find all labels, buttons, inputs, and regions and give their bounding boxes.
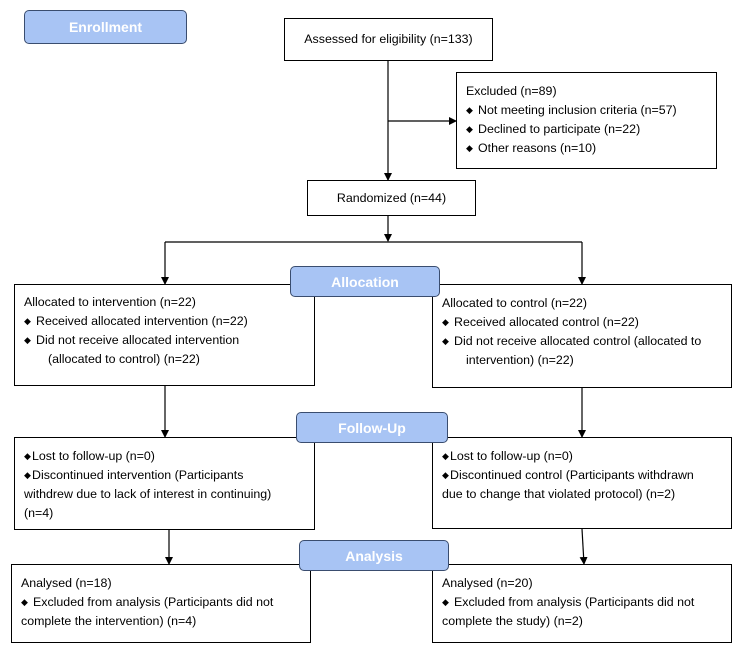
followup-control-discontinued-cont: due to change that violated protocol) (n…: [442, 487, 676, 501]
bullet-icon: ◆: [466, 105, 473, 115]
allocation-intervention-not-received: ◆Did not receive allocated intervention: [24, 331, 306, 350]
excluded-item: ◆Other reasons (n=10): [466, 139, 708, 158]
stage-label-text: Enrollment: [68, 19, 143, 35]
analysis-control-excluded: ◆Excluded from analysis (Participants di…: [442, 593, 723, 612]
allocation-intervention-title: Allocated to intervention (n=22): [24, 295, 196, 309]
stage-label-text: Analysis: [345, 547, 403, 564]
stage-label-analysis: Analysis: [299, 540, 449, 571]
followup-intervention-box: ◆Lost to follow-up (n=0) ◆Discontinued i…: [14, 437, 315, 530]
allocation-control-box: Allocated to control (n=22) ◆Received al…: [432, 284, 732, 388]
stage-label-allocation: Allocation: [290, 266, 440, 297]
allocation-control-not-received-cont: intervention) (n=22): [466, 353, 574, 367]
randomized-text: Randomized (n=44): [336, 190, 447, 205]
bullet-icon: ◆: [21, 597, 28, 607]
bullet-icon: ◆: [442, 317, 449, 327]
followup-intervention-lost: ◆Lost to follow-up (n=0): [24, 447, 306, 466]
allocation-control-title: Allocated to control (n=22): [442, 296, 587, 310]
analysis-intervention-title: Analysed (n=18): [21, 576, 112, 590]
bullet-icon: ◆: [466, 143, 473, 153]
excluded-item: ◆Declined to participate (n=22): [466, 120, 708, 139]
analysis-intervention-box: Analysed (n=18) ◆Excluded from analysis …: [11, 564, 311, 643]
stage-label-text: Allocation: [331, 273, 399, 290]
excluded-title: Excluded (n=89): [466, 84, 557, 98]
bullet-icon: ◆: [442, 470, 449, 480]
bullet-icon: ◆: [24, 335, 31, 345]
excluded-item: ◆Not meeting inclusion criteria (n=57): [466, 101, 708, 120]
stage-label-followup: Follow-Up: [296, 412, 448, 443]
allocation-intervention-box: Allocated to intervention (n=22) ◆Receiv…: [14, 284, 315, 386]
allocation-intervention-not-received-cont: (allocated to control) (n=22): [48, 352, 200, 366]
followup-intervention-discontinued-count: (n=4): [24, 506, 54, 520]
analysis-control-title: Analysed (n=20): [442, 576, 533, 590]
followup-control-discontinued: ◆Discontinued control (Participants with…: [442, 466, 723, 485]
followup-control-lost: ◆Lost to follow-up (n=0): [442, 447, 723, 466]
analysis-intervention-excluded-cont: complete the intervention) (n=4): [21, 614, 197, 628]
bullet-icon: ◆: [466, 124, 473, 134]
bullet-icon: ◆: [24, 451, 31, 461]
allocation-control-not-received: ◆Did not receive allocated control (allo…: [442, 332, 723, 351]
bullet-icon: ◆: [442, 451, 449, 461]
analysis-control-box: Analysed (n=20) ◆Excluded from analysis …: [432, 564, 732, 643]
analysis-intervention-excluded: ◆Excluded from analysis (Participants di…: [21, 593, 302, 612]
assessed-text: Assessed for eligibility (n=133): [304, 32, 473, 46]
connector-followup-to-analysis-right: [579, 528, 588, 565]
stage-label-text: Follow-Up: [338, 419, 406, 436]
randomized-box: Randomized (n=44): [307, 180, 476, 216]
bullet-icon: ◆: [24, 470, 31, 480]
bullet-icon: ◆: [442, 336, 449, 346]
bullet-icon: ◆: [24, 316, 31, 326]
allocation-control-received: ◆Received allocated control (n=22): [442, 313, 723, 332]
excluded-box: Excluded (n=89) ◆Not meeting inclusion c…: [456, 72, 717, 169]
bullet-icon: ◆: [442, 597, 449, 607]
analysis-control-excluded-cont: complete the study) (n=2): [442, 614, 583, 628]
followup-intervention-discontinued-cont: withdrew due to lack of interest in cont…: [24, 487, 272, 501]
stage-label-enrollment: Enrollment: [24, 10, 187, 44]
allocation-intervention-received: ◆Received allocated intervention (n=22): [24, 312, 306, 331]
assessed-box: Assessed for eligibility (n=133): [284, 18, 493, 61]
followup-intervention-discontinued: ◆Discontinued intervention (Participants: [24, 466, 306, 485]
followup-control-box: ◆Lost to follow-up (n=0) ◆Discontinued c…: [432, 437, 732, 529]
